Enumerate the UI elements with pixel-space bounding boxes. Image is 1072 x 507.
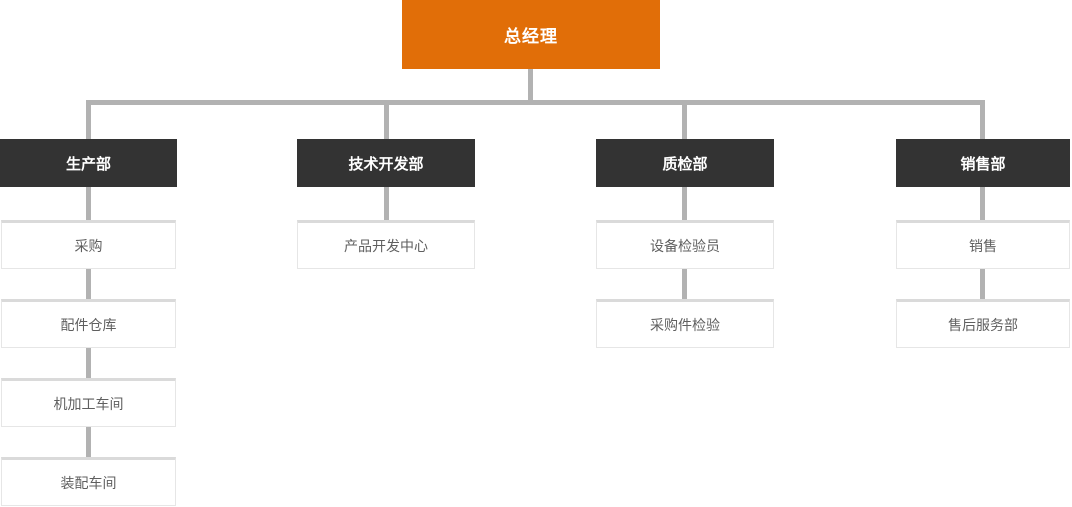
connector-col3-stub [682, 100, 687, 139]
connector-root-stub [528, 69, 533, 105]
org-node-production-dept: 生产部 [0, 139, 177, 187]
connector-level1-rail [86, 100, 985, 105]
org-node-sales-dept: 销售部 [896, 139, 1070, 187]
connector-col1-stub [86, 100, 91, 139]
connector-col4-stub [980, 100, 985, 139]
org-node-tech-development-dept: 技术开发部 [297, 139, 475, 187]
org-node-product-development-center: 产品开发中心 [297, 220, 475, 269]
connector-line [86, 427, 91, 457]
connector-line [980, 269, 985, 299]
org-node-sales: 销售 [896, 220, 1070, 269]
org-node-quality-inspection-dept: 质检部 [596, 139, 774, 187]
org-node-purchasing: 采购 [1, 220, 176, 269]
org-node-after-sales-service-dept: 售后服务部 [896, 299, 1070, 348]
connector-line [86, 187, 91, 220]
connector-line [86, 269, 91, 299]
org-node-equipment-inspector: 设备检验员 [596, 220, 774, 269]
org-node-purchased-parts-inspection: 采购件检验 [596, 299, 774, 348]
connector-line [980, 187, 985, 220]
org-node-machining-workshop: 机加工车间 [1, 378, 176, 427]
connector-line [682, 269, 687, 299]
org-node-general-manager: 总经理 [402, 0, 660, 69]
org-node-assembly-workshop: 装配车间 [1, 457, 176, 506]
org-node-parts-warehouse: 配件仓库 [1, 299, 176, 348]
connector-line [682, 187, 687, 220]
connector-line [384, 187, 389, 220]
connector-line [86, 348, 91, 378]
connector-col2-stub [384, 100, 389, 139]
